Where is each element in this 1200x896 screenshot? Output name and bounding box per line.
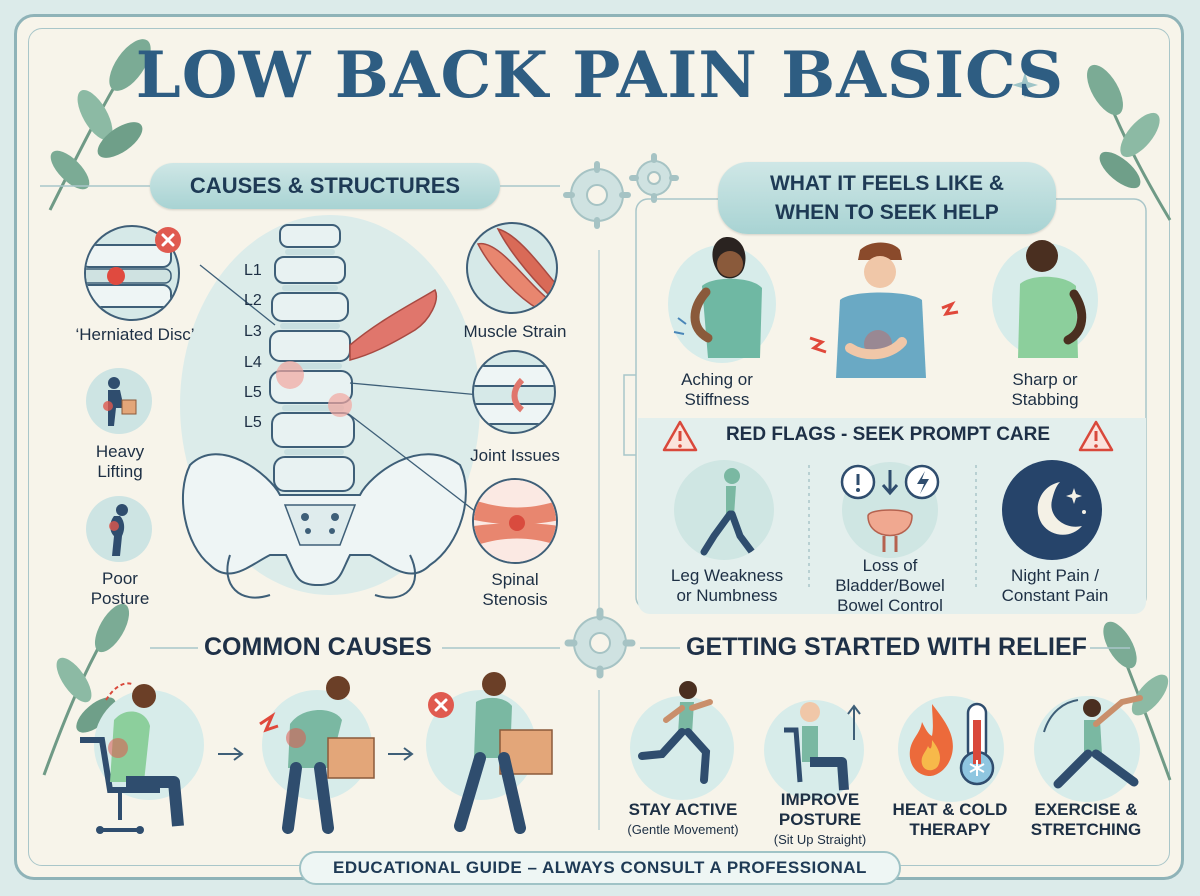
heavy-lifting-icon — [86, 368, 152, 434]
running-figure — [638, 681, 713, 784]
vertebra-label: L4 — [244, 354, 262, 371]
stretching-figure — [1043, 695, 1143, 789]
feels-like-heading: WHAT IT FEELS LIKE &WHEN TO SEEK HELP — [718, 162, 1056, 234]
joint-issues-label: Joint Issues — [470, 446, 560, 465]
flame-icon — [909, 704, 953, 776]
gear-icon-bottom — [564, 607, 636, 679]
leg-weakness-icon — [674, 460, 774, 560]
bottom-center-divider — [598, 690, 600, 830]
stabbing-figure — [809, 242, 959, 378]
poor-posture-icon — [86, 496, 152, 562]
stay-active-caption: STAY ACTIVE(Gentle Movement) — [627, 800, 739, 837]
vertebra-label: L3 — [244, 323, 262, 340]
vertebra-label: L1 — [244, 262, 262, 279]
sparkle-icon — [1012, 72, 1038, 98]
vertebra-label: L5 — [244, 414, 262, 431]
common-causes-heading: COMMON CAUSES — [204, 633, 432, 661]
herniated-disc-icon — [84, 225, 180, 321]
arrow-icon — [388, 747, 414, 761]
warning-icon-right — [1078, 420, 1114, 452]
bottom-divider-lines — [150, 647, 1130, 649]
sitting-straight-figure — [784, 702, 861, 791]
joint-issues-icon — [472, 350, 556, 434]
red-flags-heading: RED FLAGS - SEEK PROMPT CARE — [725, 424, 1051, 445]
causes-structures-heading: CAUSES & STRUCTURES — [150, 163, 500, 209]
leaf-icon-top-right — [1087, 64, 1172, 221]
night-pain-label: Night Pain /Constant Pain — [1001, 566, 1109, 605]
aching-figure — [673, 237, 762, 358]
page-title: LOW BACK PAIN BASICS — [135, 38, 1065, 113]
relief-heading: GETTING STARTED WITH RELIEF — [686, 633, 1087, 661]
exercise-caption: EXERCISE &STRETCHING — [1030, 800, 1142, 839]
close-icon — [428, 692, 454, 718]
bending-lifting-figure — [259, 676, 375, 834]
muscle-strain-label: Muscle Strain — [463, 322, 567, 341]
spine-illustration — [182, 224, 481, 599]
leaf-icon-top-left — [48, 39, 151, 211]
leaf-icon-bottom-left — [42, 603, 130, 776]
warning-icon-left — [662, 420, 698, 452]
vertebra-label: L2 — [244, 292, 262, 309]
wrong-lifting-figure — [454, 672, 553, 834]
arrow-icon — [218, 747, 244, 761]
alert-icons-row — [840, 464, 940, 500]
leaf-icon-bottom-right — [1103, 621, 1172, 781]
sharp-figure — [1018, 240, 1087, 358]
moon-icon — [1002, 460, 1102, 560]
footer-disclaimer: EDUCATIONAL GUIDE – ALWAYS CONSULT A PRO… — [299, 851, 901, 885]
slouched-sitting-figure — [80, 682, 184, 834]
gear-icon-top — [563, 153, 679, 229]
muscle-strain-icon — [466, 222, 558, 314]
close-icon — [155, 227, 181, 253]
divider-line — [40, 185, 560, 187]
center-divider — [598, 250, 600, 610]
spinal-stenosis-icon — [472, 478, 558, 564]
vertebra-label: L5 — [244, 384, 262, 401]
herniated-disc-label: ‘Herniated Disc’ — [75, 325, 195, 344]
thermometer-icon — [959, 702, 995, 786]
